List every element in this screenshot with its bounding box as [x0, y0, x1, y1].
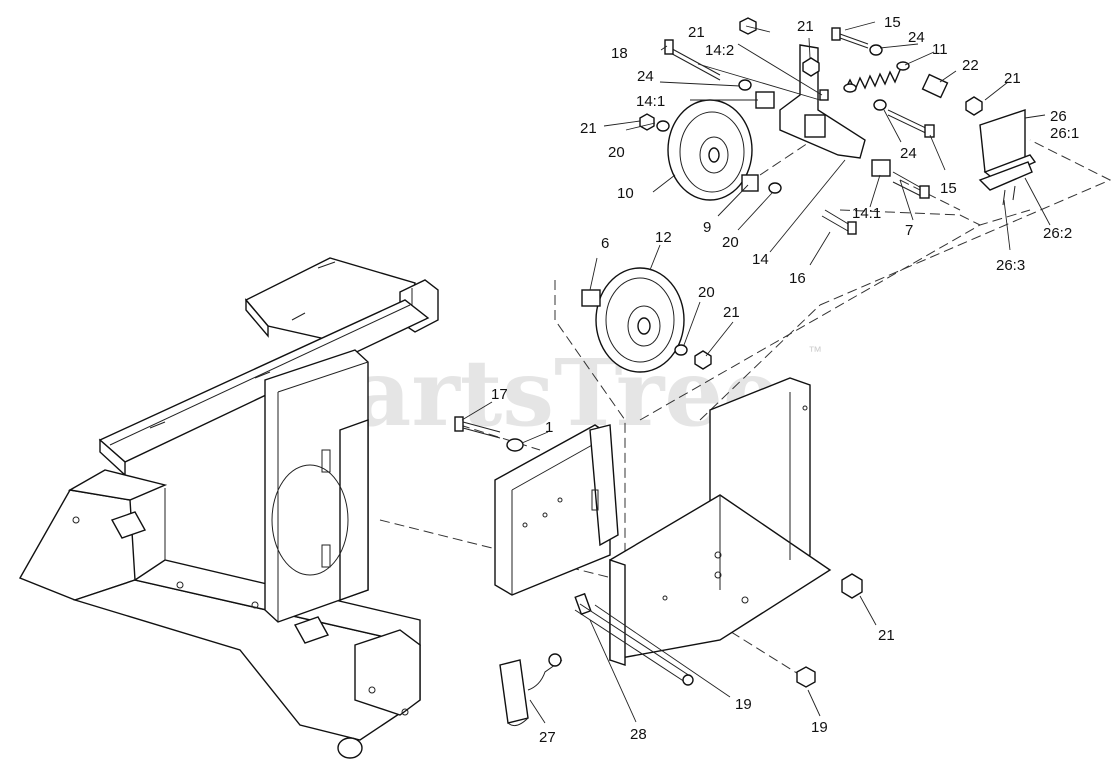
label-14: 14 [752, 251, 769, 268]
bolt-16 [821, 209, 857, 235]
label-10: 10 [617, 185, 634, 202]
mounting-plate [494, 424, 619, 596]
label-21c: 21 [797, 18, 814, 35]
label-16: 16 [789, 270, 806, 287]
label-21b: 21 [688, 24, 705, 41]
rod [574, 603, 694, 686]
label-24b: 24 [908, 29, 925, 46]
main-frame [18, 257, 439, 759]
label-27: 27 [539, 729, 556, 746]
label-9: 9 [703, 219, 711, 236]
label-24c: 24 [900, 145, 917, 162]
label-21e: 21 [878, 627, 895, 644]
label-18: 18 [611, 45, 628, 62]
label-15a: 15 [884, 14, 901, 31]
label-26-3: 26:3 [996, 257, 1025, 274]
label-21a: 21 [580, 120, 597, 137]
label-6: 6 [601, 235, 609, 252]
label-19b: 19 [811, 719, 828, 736]
label-15b: 15 [940, 180, 957, 197]
label-14-2: 14:2 [705, 42, 734, 59]
label-1: 1 [545, 419, 553, 436]
pin-7 [871, 159, 930, 199]
label-28: 28 [630, 726, 647, 743]
idler-pulley-10 [639, 99, 782, 201]
nut-19 [796, 666, 816, 688]
label-26: 26 [1050, 108, 1067, 125]
spacer-22 [921, 73, 983, 116]
spring-11 [843, 61, 910, 93]
label-21f: 21 [1004, 70, 1021, 87]
bolt-15-top [831, 27, 883, 56]
label-19a: 19 [735, 696, 752, 713]
bolt-15-lower [873, 99, 935, 138]
label-7: 7 [905, 222, 913, 239]
part-labels: 1 6 7 9 10 11 12 14 14:1 14:1 14:2 15 15… [491, 14, 1079, 746]
label-14-1b: 14:1 [852, 205, 881, 222]
pump-bracket [609, 377, 832, 666]
label-21d: 21 [723, 304, 740, 321]
label-17: 17 [491, 386, 508, 403]
label-24a: 24 [637, 68, 654, 85]
bracket-26 [978, 109, 1037, 206]
label-26-2: 26:2 [1043, 225, 1072, 242]
leader-lines [461, 21, 1051, 724]
nut-21-lower [841, 573, 863, 599]
label-22: 22 [962, 57, 979, 74]
label-11: 11 [932, 41, 948, 58]
label-12: 12 [655, 229, 672, 246]
label-20c: 20 [698, 284, 715, 301]
label-20a: 20 [608, 144, 625, 161]
idler-arm-14 [664, 17, 866, 159]
label-20b: 20 [722, 234, 739, 251]
label-26-1: 26:1 [1050, 125, 1079, 142]
idler-pulley-12 [581, 267, 712, 373]
label-14-1a: 14:1 [636, 93, 665, 110]
bolt-17 [454, 416, 524, 452]
trademark-symbol: ™ [808, 343, 822, 359]
lever-handle [499, 592, 592, 727]
